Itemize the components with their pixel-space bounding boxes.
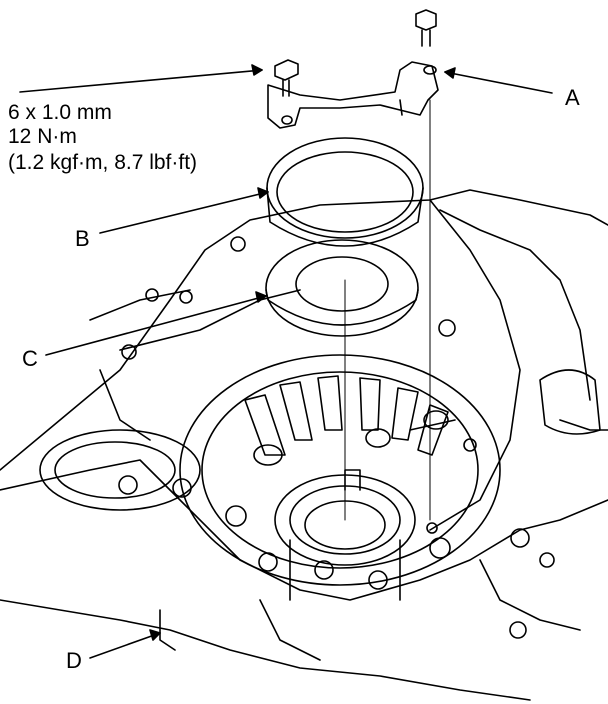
right-bore — [539, 369, 601, 435]
callout-d: D — [66, 648, 82, 673]
callout-a: A — [565, 85, 580, 110]
bracket-bolts — [274, 9, 437, 97]
assembly-centerlines — [344, 99, 431, 521]
callout-b: B — [75, 226, 90, 251]
retaining-bracket — [267, 61, 439, 129]
callout-c: C — [22, 346, 38, 371]
torque-value-label: 12 N·m — [8, 125, 77, 148]
transmission-bore — [179, 354, 501, 601]
bore-fins — [244, 375, 456, 466]
ring-c — [265, 239, 419, 337]
ring-b — [266, 137, 424, 247]
torque-alt-units-label: (1.2 kgf·m, 8.7 lbf·ft) — [8, 151, 198, 174]
flange-bolt-holes — [118, 236, 555, 639]
bolt-size-label: 6 x 1.0 mm — [8, 101, 112, 124]
left-bore — [39, 429, 201, 511]
transmission-housing — [0, 189, 608, 701]
leader-lines — [19, 64, 553, 659]
